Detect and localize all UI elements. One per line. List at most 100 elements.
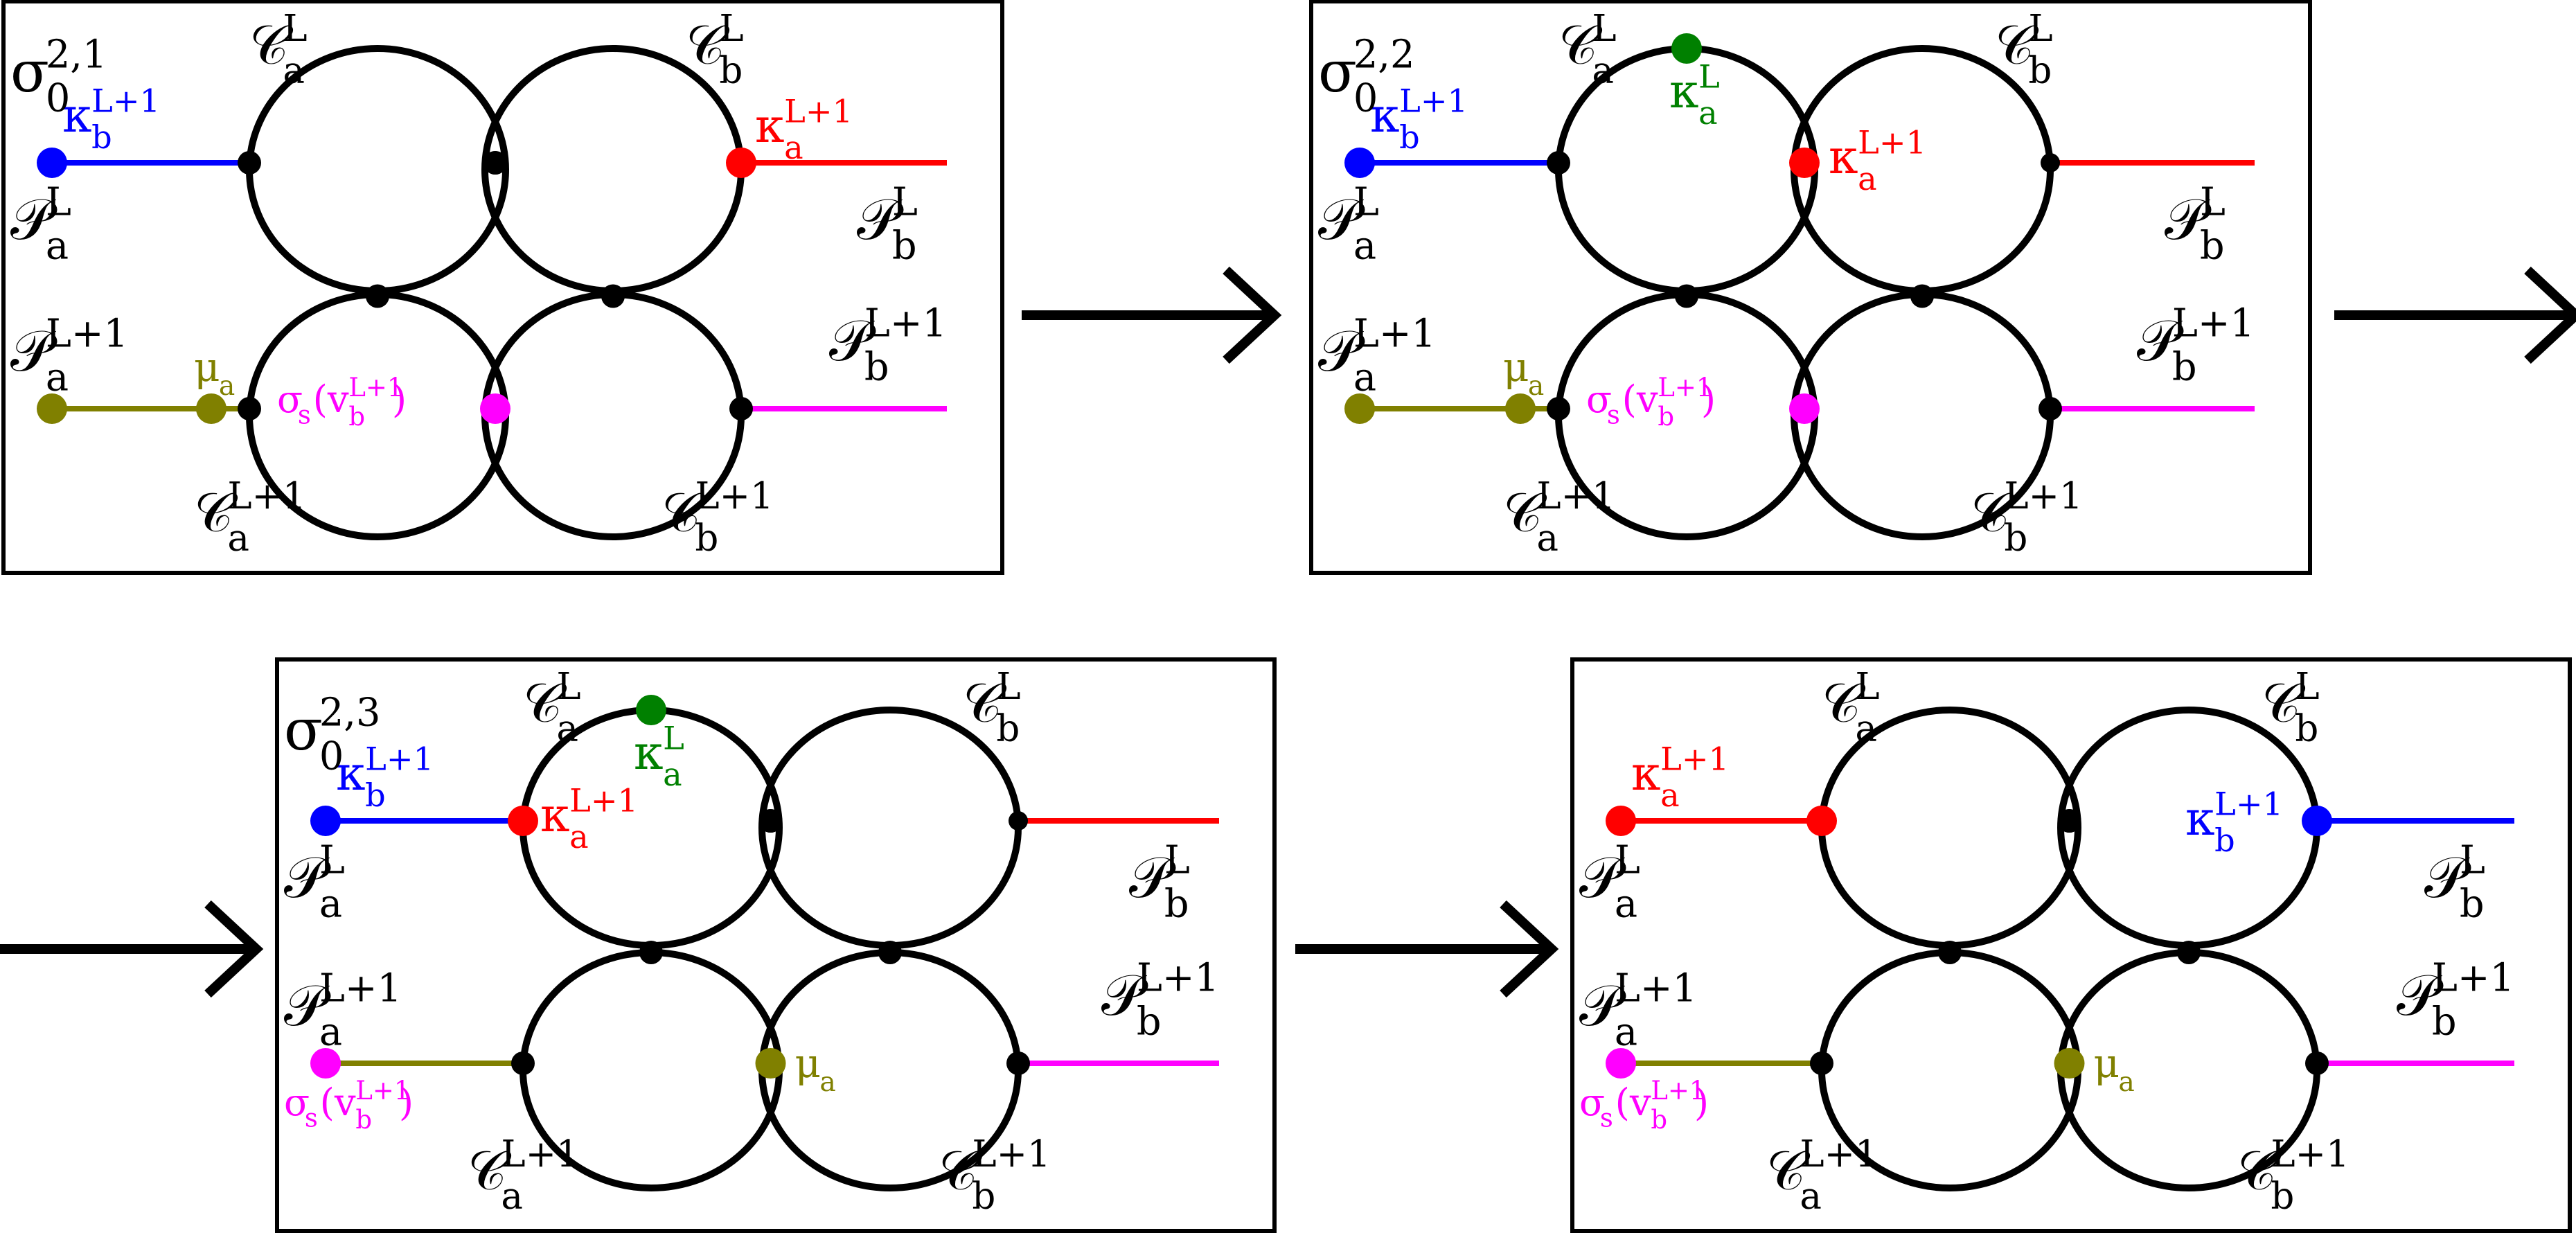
arrow-2-to-3-bottom-head bbox=[204, 900, 264, 998]
junction-dot bbox=[2038, 397, 2062, 420]
circle-label-top-left-sub: a bbox=[283, 48, 305, 91]
circle-label-bottom-left: 𝒞L+1a bbox=[468, 1133, 580, 1217]
circle-label-top-right-sup: L bbox=[2295, 665, 2319, 708]
path-label-bottom-right-sup: L+1 bbox=[2172, 301, 2255, 346]
sigma-start-dot bbox=[310, 1048, 341, 1079]
panel-label-text: σ bbox=[10, 39, 49, 105]
path-label-bottom-right-text: 𝒫 bbox=[1101, 963, 1148, 1029]
sigma-label-sigma: σ bbox=[1579, 1081, 1605, 1124]
circle-label-top-right: 𝒞Lb bbox=[686, 7, 744, 91]
mu-dot bbox=[2054, 1048, 2085, 1079]
path-label-top-right: 𝒫Lb bbox=[2165, 180, 2226, 269]
mu-label: μa bbox=[1503, 344, 1544, 402]
arrow-1-to-2 bbox=[1022, 266, 1282, 364]
circle-label-top-left-sub: a bbox=[1855, 707, 1877, 749]
path-label-top-left-sub: a bbox=[1353, 224, 1376, 269]
panel-label-sub: 0 bbox=[46, 76, 70, 121]
path-label-bottom-left-sup: L+1 bbox=[1353, 312, 1436, 357]
junction-dot bbox=[511, 1052, 535, 1075]
circle-label-bottom-right-sub: b bbox=[695, 516, 718, 559]
circle-label-top-right: 𝒞Lb bbox=[963, 665, 1021, 749]
arrow-1-to-2-head bbox=[1223, 266, 1282, 364]
kappa-b-label-sup: L+1 bbox=[91, 82, 160, 119]
junction-dot bbox=[1009, 811, 1028, 831]
kappa-b-label-text: κ bbox=[2185, 792, 2215, 846]
path-label-bottom-right-sub: b bbox=[1137, 1000, 1162, 1045]
circle-label-top-right-text: 𝒞 bbox=[2262, 673, 2306, 735]
mu-dot bbox=[1505, 393, 1536, 424]
circle-label-bottom-right: 𝒞L+1b bbox=[2237, 1133, 2350, 1217]
sigma-label-argsub: b bbox=[1658, 402, 1674, 432]
kappa-a-dot bbox=[726, 148, 756, 178]
path-label-bottom-left-sup: L+1 bbox=[1615, 966, 1697, 1011]
junction-dot bbox=[1910, 284, 1934, 308]
junction-dot bbox=[1547, 397, 1570, 420]
mu-dot bbox=[196, 393, 226, 424]
junction-dot bbox=[238, 397, 261, 420]
kappa-green-dot bbox=[1671, 33, 1702, 64]
path-label-bottom-left-text: 𝒫 bbox=[10, 319, 57, 384]
path-label-top-left-sup: L bbox=[46, 180, 71, 225]
panel-label-sub: 0 bbox=[1353, 76, 1378, 121]
kappa-green-label-text: κ bbox=[634, 726, 664, 781]
path-label-bottom-right: 𝒫L+1b bbox=[2397, 956, 2514, 1045]
circle-top-right bbox=[481, 45, 745, 294]
path-label-top-left-sup: L bbox=[1353, 180, 1379, 225]
circle-label-top-right: 𝒞Lb bbox=[2262, 665, 2320, 749]
kappa-b-dot bbox=[37, 148, 67, 178]
circle-label-top-right-sup: L bbox=[719, 7, 743, 50]
path-label-top-right-sub: b bbox=[892, 224, 917, 269]
path-label-bottom-right: 𝒫L+1b bbox=[829, 301, 947, 390]
kappa-a-label-sup: L+1 bbox=[1858, 123, 1926, 161]
circle-label-top-right-sub: b bbox=[719, 48, 743, 91]
kappa-a-dot bbox=[1806, 806, 1837, 836]
path-label-top-left: 𝒫La bbox=[1318, 180, 1379, 269]
mu-label-sub: a bbox=[2118, 1067, 2134, 1098]
kappa-a-label-sup: L+1 bbox=[784, 92, 853, 130]
circle-label-bottom-left-text: 𝒞 bbox=[468, 1140, 512, 1203]
mu-start-dot bbox=[1344, 393, 1375, 424]
circle-label-top-left: 𝒞La bbox=[523, 665, 581, 749]
kappa-b-label-sub: b bbox=[2214, 822, 2235, 859]
panel-label-sub: 0 bbox=[319, 734, 344, 779]
circle-label-bottom-left-sup: L+1 bbox=[227, 474, 305, 517]
sigma-label-argsub: b bbox=[1651, 1105, 1667, 1135]
kappa-b-label-text: κ bbox=[336, 747, 366, 801]
kappa-b-label-sub: b bbox=[1399, 118, 1420, 156]
path-label-top-right-sup: L bbox=[1164, 838, 1190, 883]
mu-label-text: μ bbox=[795, 1040, 821, 1087]
circle-label-bottom-right-sup: L+1 bbox=[2271, 1133, 2349, 1176]
arrow-3-to-4-head bbox=[1500, 900, 1559, 998]
sigma-label-sigma: σ bbox=[284, 1081, 310, 1124]
circle-label-top-right-sub: b bbox=[2295, 707, 2318, 749]
path-label-top-left-text: 𝒫 bbox=[1579, 845, 1626, 911]
sigma-label-close: ) bbox=[1694, 1081, 1709, 1124]
path-label-bottom-right-sub: b bbox=[864, 345, 889, 390]
circle-label-bottom-right-sub: b bbox=[972, 1174, 995, 1217]
mu-label: μa bbox=[795, 1040, 836, 1098]
circle-label-top-left-text: 𝒞 bbox=[523, 673, 567, 735]
kappa-green-label-text: κ bbox=[1669, 64, 1699, 119]
arrow-2-to-3-top bbox=[2334, 266, 2576, 364]
circle-label-bottom-left: 𝒞L+1a bbox=[1503, 474, 1615, 559]
junction-dot bbox=[1938, 941, 1962, 964]
circle-label-bottom-left-sub: a bbox=[1536, 516, 1558, 559]
junction-dot bbox=[2057, 809, 2081, 833]
path-label-bottom-left: 𝒫L+1a bbox=[284, 966, 402, 1055]
sigma-label-argsup: L+1 bbox=[348, 373, 403, 402]
kappa-a-label-sub: a bbox=[1858, 160, 1877, 197]
circle-label-top-left-sup: L bbox=[283, 7, 307, 50]
circle-label-bottom-right: 𝒞L+1b bbox=[661, 474, 774, 559]
circle-label-bottom-left-sub: a bbox=[501, 1174, 523, 1217]
junction-dot bbox=[483, 151, 507, 175]
path-label-bottom-right-sub: b bbox=[2172, 345, 2197, 390]
circle-label-top-left: 𝒞La bbox=[1822, 665, 1880, 749]
kappa-a-label-sub: a bbox=[784, 129, 803, 166]
path-label-top-right: 𝒫Lb bbox=[1129, 838, 1190, 927]
panel-label: σ2,30 bbox=[284, 691, 381, 779]
